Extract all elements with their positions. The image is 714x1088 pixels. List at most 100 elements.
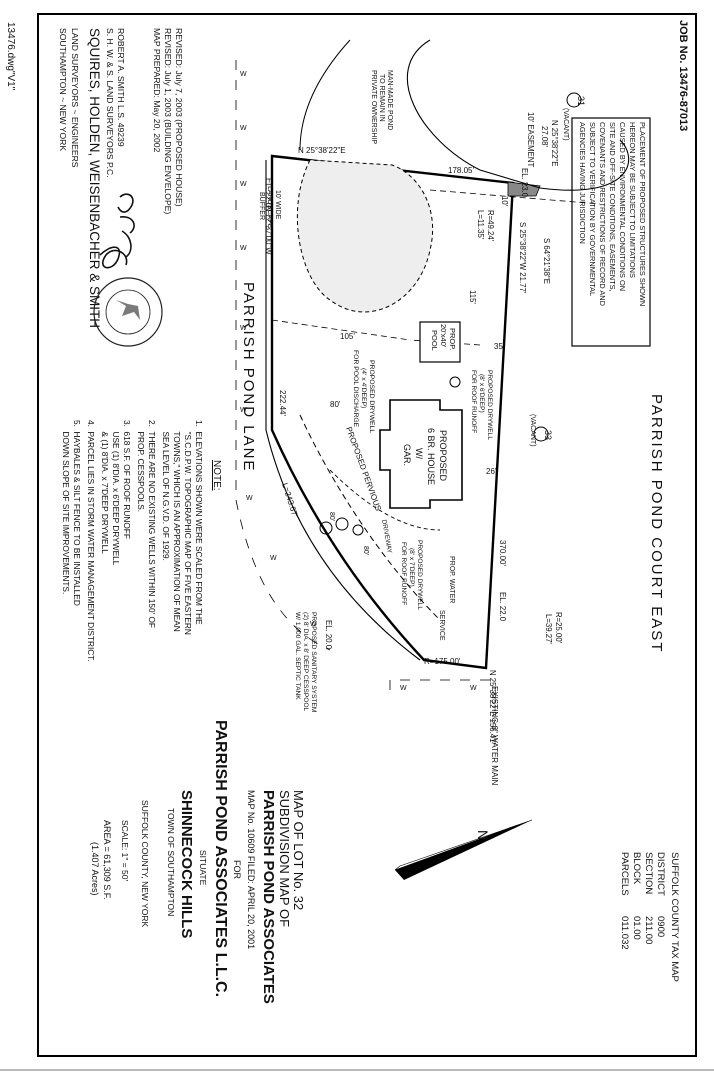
house-label-3: W/ — [414, 448, 424, 459]
house-outline — [379, 399, 463, 509]
pond-label-2: TO REMAIN IN — [378, 74, 385, 122]
drywell-1 — [319, 521, 333, 535]
pool-label-3: POOL — [430, 330, 439, 351]
acres-label: (1.407 Acres) — [90, 842, 100, 896]
title-line-5: FOR — [232, 860, 242, 879]
dist-178: 178.05' — [448, 166, 474, 175]
note-line-9: & (1) 8'DIA. x 7'DEEP DRYWELL — [100, 420, 110, 554]
surveyor-firm-short: S. H. W. & S. LAND SURVEYORS P.C. — [105, 28, 115, 178]
dist-10: 10' — [500, 196, 509, 207]
note-line-2: "S.C.D.P.W. TOPOGRAPHIC MAP OF FIVE EAST… — [183, 420, 193, 635]
bearing-s64: S 64°21'38"E — [542, 238, 551, 284]
court-road-line — [389, 679, 490, 700]
note-line-1: 1. ELEVATIONS SHOWN WERE SCALED FROM THE — [194, 420, 204, 625]
title-line-9: TOWN OF SOUTHAMPTON — [166, 808, 176, 916]
dist-222: 222.44' — [278, 390, 287, 416]
easement-dash — [429, 189, 601, 205]
title-line-6: PARRISH POND ASSOCIATES L.L.C. — [212, 720, 229, 997]
radius-49: R=49.24' — [486, 210, 495, 242]
buffer-label-3: BUFFER — [258, 192, 265, 220]
dist-80-b: 80' — [328, 512, 335, 521]
disclaimer-frame — [571, 117, 651, 347]
drywell-2 — [335, 517, 349, 531]
roof-drywell-2b: (8' x 7'DEEP) — [408, 548, 415, 587]
lot-31-edge — [299, 39, 351, 151]
roof-drywell-1c: FOR ROOF RUNOFF — [470, 370, 477, 433]
radius-175: R=175.00' — [424, 657, 461, 666]
buffer-label-1: 10' WIDE — [274, 190, 281, 220]
water-marker: W — [240, 125, 247, 132]
house-label-4: GAR. — [402, 444, 412, 466]
lot-31-vacant: (VACANT) — [562, 108, 569, 141]
tax-parcels-label: PARCELS — [619, 852, 630, 896]
water-marker: W — [240, 407, 247, 414]
water-main-label: EXISTING 8" WATER MAIN — [490, 686, 499, 786]
bearing-bottom: N 25°38'22"E 156.41' — [488, 670, 497, 744]
disclaimer-line-1: PLACEMENT OF PROPOSED STRUCTURES SHOWN — [638, 122, 647, 306]
title-line-10: SUFFOLK COUNTY, NEW YORK — [140, 800, 150, 928]
bearing-n72: N 72°37'00"W — [264, 206, 273, 255]
lot-31-line — [406, 39, 630, 191]
job-number: JOB No. 13476-87013 — [677, 20, 689, 131]
driveway-edge — [329, 469, 441, 531]
arc-39: L=39.27' — [544, 614, 553, 644]
street-court-east: PARRISH POND COURT EAST — [648, 394, 665, 653]
dist-27: 27.08' — [540, 126, 549, 148]
bearing-n25-lot31: N 25°38'22"E — [550, 120, 559, 166]
street-lane: PARRISH POND LANE — [240, 282, 257, 472]
dist-105: 105' — [340, 332, 355, 341]
arc-11: L=11.35' — [476, 210, 485, 240]
title-line-4: MAP No. 10609 FILED: APRIL 20, 2001 — [246, 790, 256, 949]
pool-label-2: 20'x40' — [439, 324, 448, 348]
disclaimer-line-2: HEREON MAY BE SUBJECT TO LIMITATIONS — [628, 122, 637, 278]
arc-243: L=243.67' — [280, 482, 300, 519]
note-line-4: SEA LEVEL OF N.G.V.D. OF 1929. — [161, 420, 171, 561]
disclaimer-line-5: COVENANTS AND RESTRICTIONS OF RECORD AND — [598, 122, 607, 306]
file-ref: 13476.dwg"V1" — [5, 22, 16, 91]
note-line-12: DOWN SLOPE OF SITE IMPROVEMENTS. — [61, 420, 71, 594]
water-service-1: PROP. WATER — [448, 556, 455, 603]
tax-section-label: SECTION — [643, 852, 654, 894]
water-marker: W — [240, 71, 247, 78]
water-marker: W — [310, 621, 317, 628]
disclaimer-line-4: SITE AND OFF-SITE CONDITIONS, EASEMENTS, — [608, 122, 617, 292]
tax-parcels-value: 011.032 — [619, 916, 630, 950]
roof-drywell-2c: FOR ROOF RUNOFF — [400, 542, 407, 605]
roof-drywell-2a: PROPOSED DRYWELL — [416, 540, 423, 610]
title-block: MAP OF LOT No. 32 SUBDIVISION MAP OF PAR… — [90, 720, 306, 1004]
tax-map-title: SUFFOLK COUNTY TAX MAP — [669, 852, 680, 982]
water-service-2: SERVICE — [438, 610, 445, 641]
roof-drywell-1b: (8' x 6'DEEP) — [478, 374, 485, 413]
lot-31-circle — [566, 92, 582, 108]
water-marker: W — [240, 181, 247, 188]
pool-drywell-3: FOR POOL DISCHARGE — [352, 350, 359, 428]
disclaimer-line-3: CAUSED BY ENVIRONMENTAL CONDITIONS ON — [618, 122, 627, 291]
note-line-7: 3. 618 S.F. OF ROOF RUNOFF — [122, 420, 132, 539]
house-label-1: PROPOSED — [438, 430, 448, 482]
disclaimer-line-6: SUBJECT TO VERIFICATION BY GOVERNMENTAL — [588, 122, 597, 296]
tax-section-value: 211.00 — [643, 916, 654, 944]
dist-35: 35' — [494, 342, 505, 351]
disclaimer-line-7: AGENCIES HAVING JURISDICTION — [578, 122, 587, 244]
bearing-n25-top: N 25°38'22"E — [298, 146, 346, 155]
driveway-label: DRIVEWAY — [380, 519, 393, 554]
house-label-2: 6 BR. HOUSE — [426, 428, 436, 485]
note-line-5: 2. THERE ARE NO EXISTING WELLS WITHIN 15… — [147, 420, 157, 628]
dist-80-c: 80' — [362, 546, 369, 555]
dist-80-a: 80' — [330, 400, 341, 409]
water-marker: W — [246, 495, 253, 502]
surveyor-line-3: SOUTHAMPTON ~ NEW YORK — [58, 28, 68, 151]
note-line-6: PROP. CESSPOOLS. — [136, 420, 146, 512]
pool-outline — [419, 321, 461, 363]
title-line-1: MAP OF LOT No. 32 — [291, 790, 306, 910]
tax-block-value: 01.00 — [631, 916, 642, 940]
water-marker: W — [470, 685, 477, 692]
roof-drywell-1a: PROPOSED DRYWELL — [486, 370, 493, 440]
water-marker: W — [270, 555, 277, 562]
lot-33-circle — [533, 426, 549, 442]
tax-block-label: BLOCK — [631, 852, 642, 885]
revision-2: REVISED: July 1, 2003 (BUILDING ENVELOPE… — [163, 28, 173, 214]
pond-label-1: MAN-MADE POND — [386, 70, 393, 130]
lot-33-vacant: (VACANT) — [529, 414, 536, 447]
